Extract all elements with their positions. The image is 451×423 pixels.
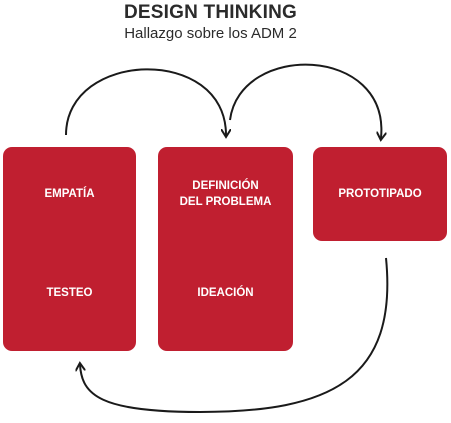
arrow-empatia-to-definicion xyxy=(65,68,226,135)
box-prototipado: PROTOTIPADO xyxy=(313,147,447,241)
arrow-prototipado-to-testeo xyxy=(80,257,389,414)
diagram-subtitle: Hallazgo sobre los ADM 2 xyxy=(124,25,297,42)
box-label-ideacion: IDEACIÓN xyxy=(197,287,254,299)
box-label-testeo: TESTEO xyxy=(46,287,93,299)
arrow-definicion-to-prototipado xyxy=(229,63,381,138)
diagram-title: DESIGN THINKING xyxy=(124,2,297,23)
box-definicion-ideacion: DEFINICIÓN DEL PROBLEMA IDEACIÓN xyxy=(158,147,293,351)
box-label-empatia: EMPATÍA xyxy=(44,188,95,200)
box-label-definicion: DEFINICIÓN DEL PROBLEMA xyxy=(179,180,272,208)
box-empatia-testeo: EMPATÍA TESTEO xyxy=(3,147,136,351)
box-label-prototipado: PROTOTIPADO xyxy=(338,188,422,200)
